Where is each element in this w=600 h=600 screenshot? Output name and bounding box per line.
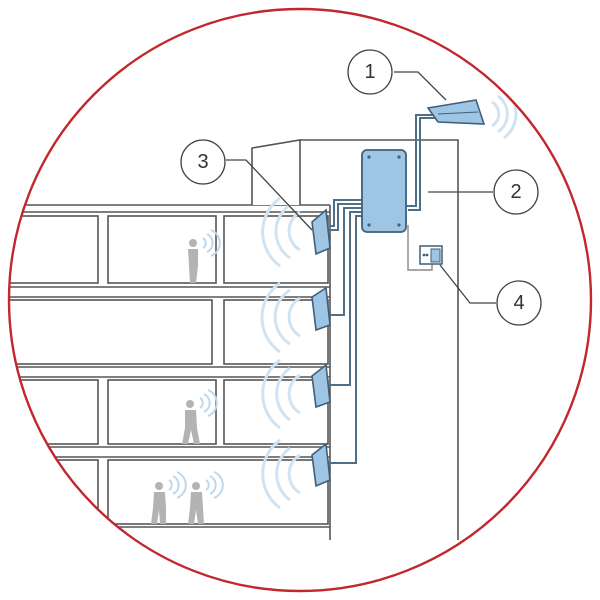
diagram-content (9, 71, 518, 540)
indoor-panel-antennas (311, 208, 331, 488)
svg-text:1: 1 (364, 61, 375, 83)
people (151, 239, 204, 524)
outdoor-antenna-icon (426, 88, 518, 140)
coax-cables (328, 114, 438, 464)
person-icon (188, 482, 204, 524)
building (9, 139, 459, 540)
signal-booster-amplifier-icon (361, 149, 407, 233)
indoor-panel-antenna-icon (311, 363, 331, 409)
callout-leaders (226, 71, 496, 304)
person-icon (151, 482, 166, 524)
indoor-panel-antenna-icon (311, 286, 331, 332)
svg-text:2: 2 (510, 181, 521, 203)
callout-4: 4 (496, 280, 542, 326)
person-icon (188, 239, 198, 283)
phone-signal-waves (168, 229, 224, 499)
power-supply-icon (419, 245, 443, 265)
indoor-coverage-waves (260, 196, 301, 510)
frame-circle (7, 7, 593, 593)
callout-1: 1 (347, 49, 393, 95)
person-icon (182, 400, 200, 444)
svg-text:4: 4 (513, 292, 524, 314)
callout-2: 2 (493, 169, 539, 215)
indoor-panel-antenna-icon (311, 208, 331, 256)
power-cable (407, 225, 433, 271)
svg-text:3: 3 (197, 151, 208, 173)
indoor-panel-antenna-icon (311, 442, 331, 488)
callout-3: 3 (180, 139, 226, 185)
